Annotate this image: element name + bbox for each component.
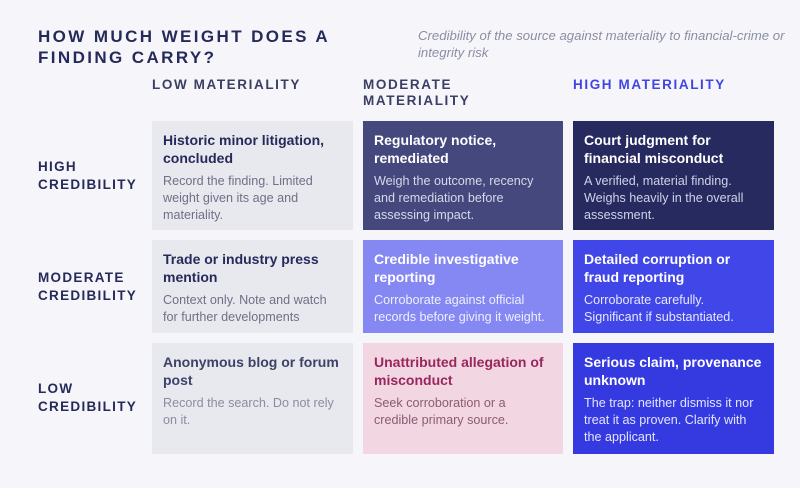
cell-title: Regulatory notice, remediated [374,132,497,166]
cell-moderate-credibility-high-materiality: Detailed corruption or fraud reporting C… [573,240,774,333]
cell-moderate-credibility-moderate-materiality: Credible investigative reporting Corrobo… [363,240,563,333]
cell-body: Corroborate carefully. Significant if su… [584,293,734,324]
cell-title: Credible investigative reporting [374,251,519,285]
cell-low-credibility-low-materiality: Anonymous blog or forum post Record the … [152,343,353,454]
cell-body: Corroborate against official records bef… [374,293,545,324]
cell-low-credibility-high-materiality: Serious claim, provenance unknown The tr… [573,343,774,454]
column-header-moderate-materiality: MODERATE MATERIALITY [363,77,471,108]
cell-title: Detailed corruption or fraud reporting [584,251,731,285]
cell-title: Trade or industry press mention [163,251,319,285]
page-subtitle: Credibility of the source against materi… [418,28,785,60]
cell-title: Anonymous blog or forum post [163,354,339,388]
cell-body: The trap: neither dismiss it nor treat i… [584,396,754,444]
column-header-low-materiality: LOW MATERIALITY [152,77,301,92]
row-header-moderate-credibility: MODERATE CREDIBILITY [38,270,138,303]
cell-high-credibility-high-materiality: Court judgment for financial misconduct … [573,121,774,230]
cell-title: Serious claim, provenance unknown [584,354,762,388]
cell-title: Historic minor litigation, concluded [163,132,325,166]
cell-body: Context only. Note and watch for further… [163,293,327,324]
column-header-high-materiality: HIGH MATERIALITY [573,77,726,92]
cell-low-credibility-moderate-materiality: Unattributed allegation of misconduct Se… [363,343,563,454]
cell-moderate-credibility-low-materiality: Trade or industry press mention Context … [152,240,353,333]
cell-body: Weigh the outcome, recency and remediati… [374,174,534,222]
row-header-low-credibility: LOW CREDIBILITY [38,381,138,414]
cell-title: Court judgment for financial misconduct [584,132,724,166]
cell-high-credibility-moderate-materiality: Regulatory notice, remediated Weigh the … [363,121,563,230]
cell-title: Unattributed allegation of misconduct [374,354,544,388]
cell-body: A verified, material finding. Weighs hea… [584,174,744,222]
row-header-high-credibility: HIGH CREDIBILITY [38,159,138,192]
cell-body: Record the search. Do not rely on it. [163,396,334,427]
cell-body: Seek corroboration or a credible primary… [374,396,509,427]
cell-high-credibility-low-materiality: Historic minor litigation, concluded Rec… [152,121,353,230]
cell-body: Record the finding. Limited weight given… [163,174,313,222]
page-title: HOW MUCH WEIGHT DOES A FINDING CARRY? [38,27,330,67]
